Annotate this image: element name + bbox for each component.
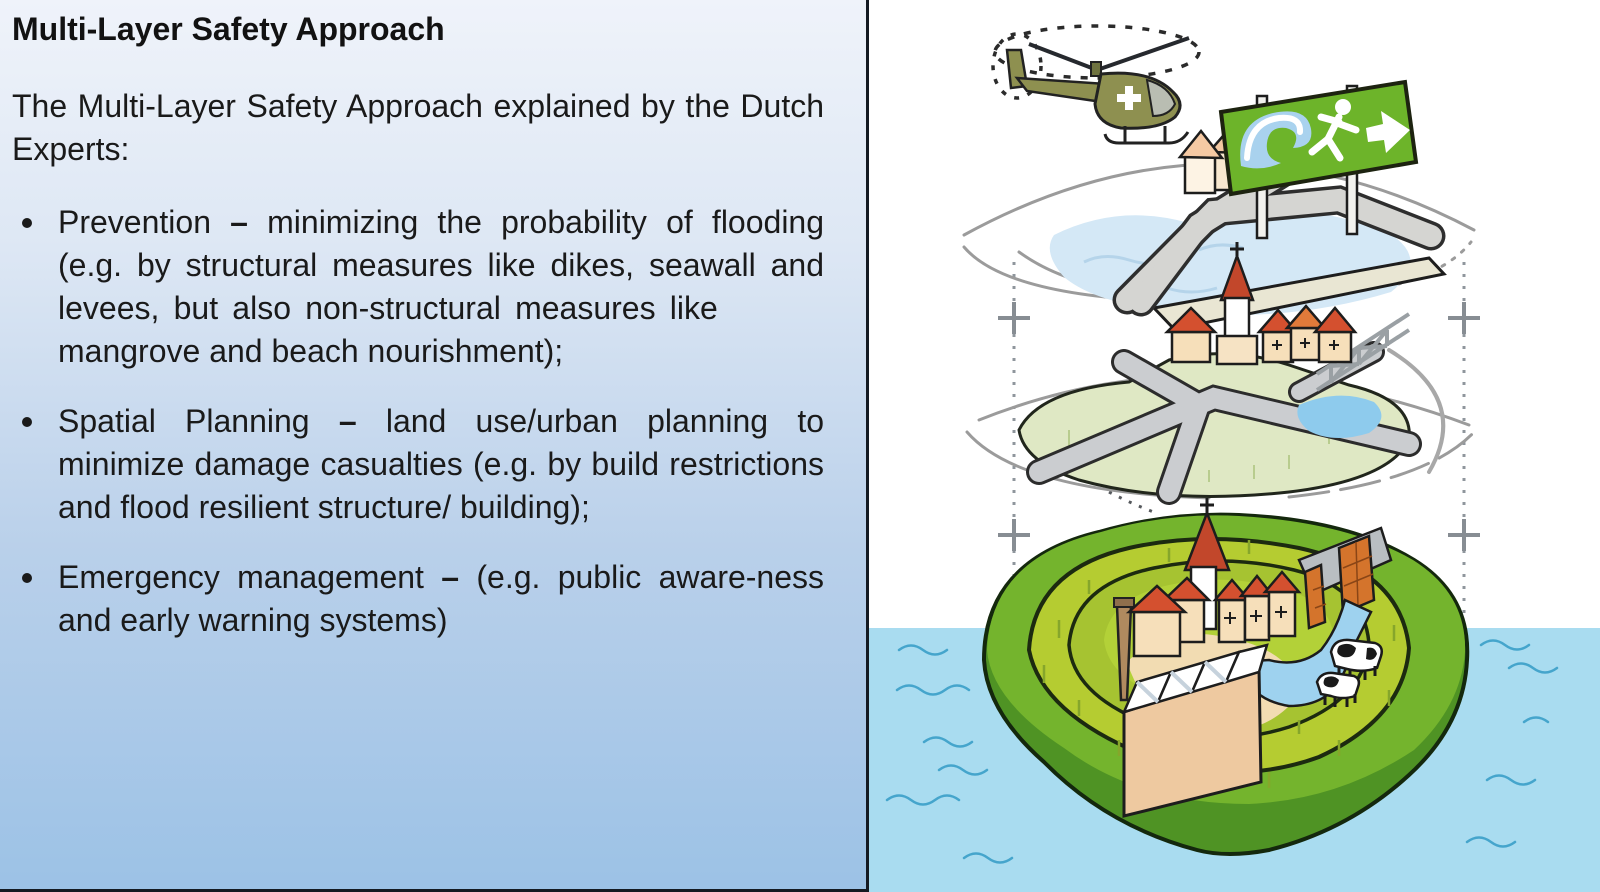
bullet-lead: Spatial Planning: [58, 403, 310, 439]
bullet-list: Prevention – minimizing the probability …: [12, 201, 824, 642]
arrow-right-icon: [1366, 111, 1410, 153]
chimney-icon: [1113, 597, 1135, 702]
house-icon: [1163, 304, 1358, 364]
bullet-text-continued: mangrove and beach nourishment);: [58, 333, 564, 369]
bullet-dash: –: [338, 403, 357, 439]
spatial-planning-layer-illustration: [965, 242, 1478, 505]
helicopter-icon: [991, 24, 1201, 145]
bullet-lead: Prevention: [58, 204, 211, 240]
list-item-emergency-management: Emergency management – (e.g. public awar…: [22, 556, 825, 642]
illustration-panel: [869, 0, 1600, 892]
list-item-prevention: Prevention – minimizing the probability …: [22, 201, 825, 373]
bridge-icon: [1315, 312, 1411, 392]
list-item-spatial-planning: Spatial Planning – land use/urban planni…: [22, 400, 825, 529]
bullet-text: (e.g. public aware-ness and early warnin…: [58, 559, 825, 638]
wave-symbol-icon: [1240, 111, 1312, 169]
multi-layer-illustration: [869, 24, 1600, 892]
factory-icon: [1121, 643, 1269, 818]
sluice-gate-icon: [1297, 526, 1393, 630]
evacuation-sign-icon: [1218, 79, 1419, 240]
house-icon: [1125, 570, 1302, 658]
word-gap: [732, 318, 824, 319]
intro-paragraph: The Multi-Layer Safety Approach explaine…: [12, 88, 824, 167]
evacuation-layer-illustration: [962, 24, 1476, 331]
page-title: Multi-Layer Safety Approach: [12, 11, 445, 47]
bullet-lead: Emergency management: [58, 559, 424, 595]
cow-icon: [1315, 638, 1383, 707]
bullet-dash: –: [441, 559, 460, 595]
bullet-text: minimizing the probability of flooding (…: [58, 204, 825, 326]
running-person-icon: [1308, 99, 1360, 162]
text-panel: Multi-Layer Safety Approach The Multi-La…: [0, 0, 869, 892]
church-icon: [1215, 242, 1259, 366]
bullet-dash: –: [230, 204, 248, 240]
bullet-text: land use/urban planning to minimize dama…: [58, 403, 825, 525]
dike-ring-island: [981, 498, 1470, 856]
